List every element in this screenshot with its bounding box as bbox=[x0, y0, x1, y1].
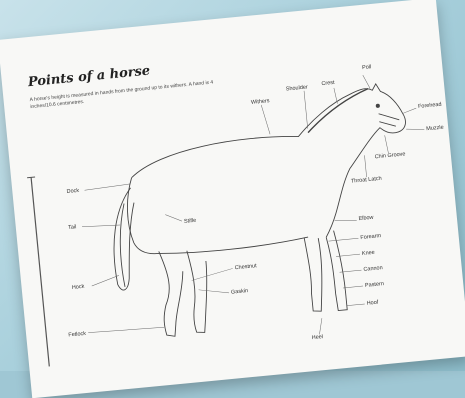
label-knee: Knee bbox=[362, 250, 375, 257]
label-crest: Crest bbox=[321, 80, 335, 87]
label-stifle: Stifle bbox=[184, 218, 197, 225]
label-dock: Dock bbox=[66, 188, 79, 195]
label-heel: Heel bbox=[312, 334, 324, 341]
label-hoof: Hoof bbox=[366, 300, 378, 307]
label-hock: Hock bbox=[72, 284, 85, 291]
label-poll: Poll bbox=[362, 64, 372, 71]
label-tail: Tail bbox=[68, 224, 77, 231]
